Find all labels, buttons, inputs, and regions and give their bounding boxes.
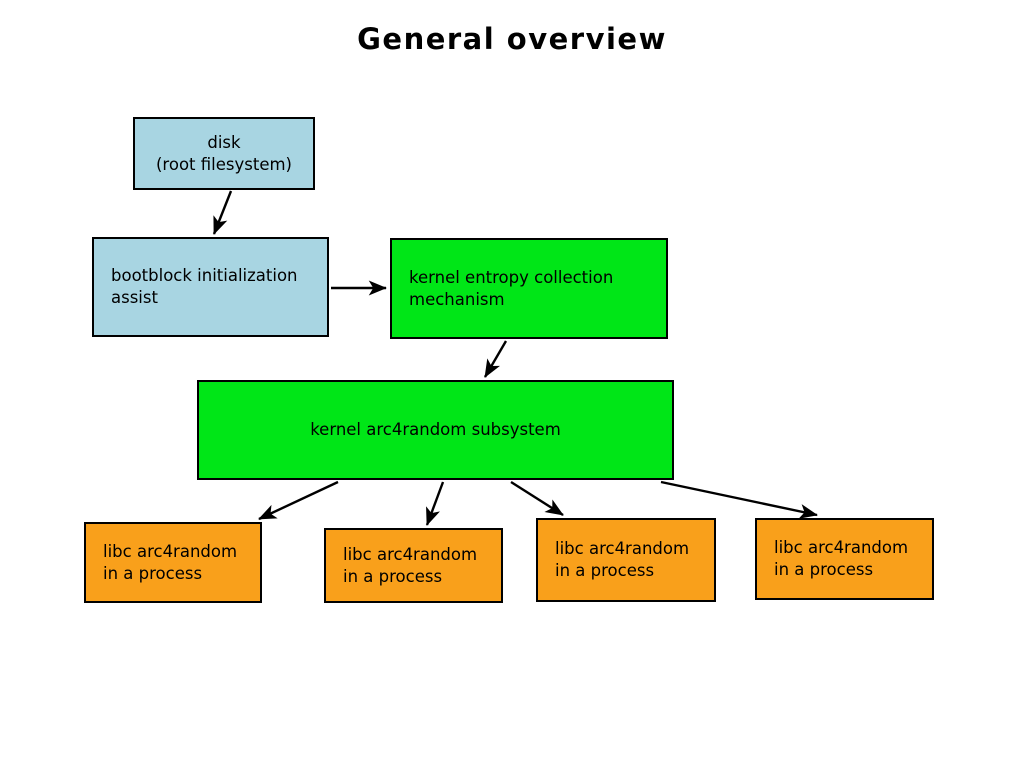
edge-arc4random-to-libc-2 [425, 481, 445, 526]
edge-disk-to-bootblock [212, 190, 233, 235]
node-bootblock[interactable]: bootblock initialization assist [92, 237, 329, 337]
node-label-bootblock: bootblock initialization assist [111, 266, 298, 307]
node-libc-2[interactable]: libc arc4random in a process [324, 528, 503, 603]
node-label-libc-2: libc arc4random in a process [343, 544, 478, 586]
node-label-libc-4: libc arc4random in a process [774, 538, 909, 579]
node-label-disk: disk (root filesystem) [156, 132, 292, 174]
edge-entropy-to-arc4random [483, 340, 508, 378]
node-libc-3[interactable]: libc arc4random in a process [536, 518, 716, 602]
node-label-kernel-entropy: kernel entropy collection mechanism [409, 267, 614, 309]
edge-arc4random-to-libc-1 [258, 480, 339, 521]
page-title: General overview [357, 22, 667, 56]
node-label-libc-3: libc arc4random in a process [555, 539, 690, 580]
node-libc-1[interactable]: libc arc4random in a process [84, 522, 262, 603]
edge-arc4random-to-libc-4 [660, 480, 818, 519]
node-label-kernel-arc4random: kernel arc4random subsystem [310, 420, 561, 440]
node-disk[interactable]: disk (root filesystem) [133, 117, 315, 190]
node-label-libc-1: libc arc4random in a process [103, 541, 238, 583]
node-kernel-entropy[interactable]: kernel entropy collection mechanism [390, 238, 668, 339]
edge-arc4random-to-libc-3 [510, 480, 564, 517]
node-kernel-arc4random[interactable]: kernel arc4random subsystem [197, 380, 674, 480]
node-libc-4[interactable]: libc arc4random in a process [755, 518, 934, 600]
